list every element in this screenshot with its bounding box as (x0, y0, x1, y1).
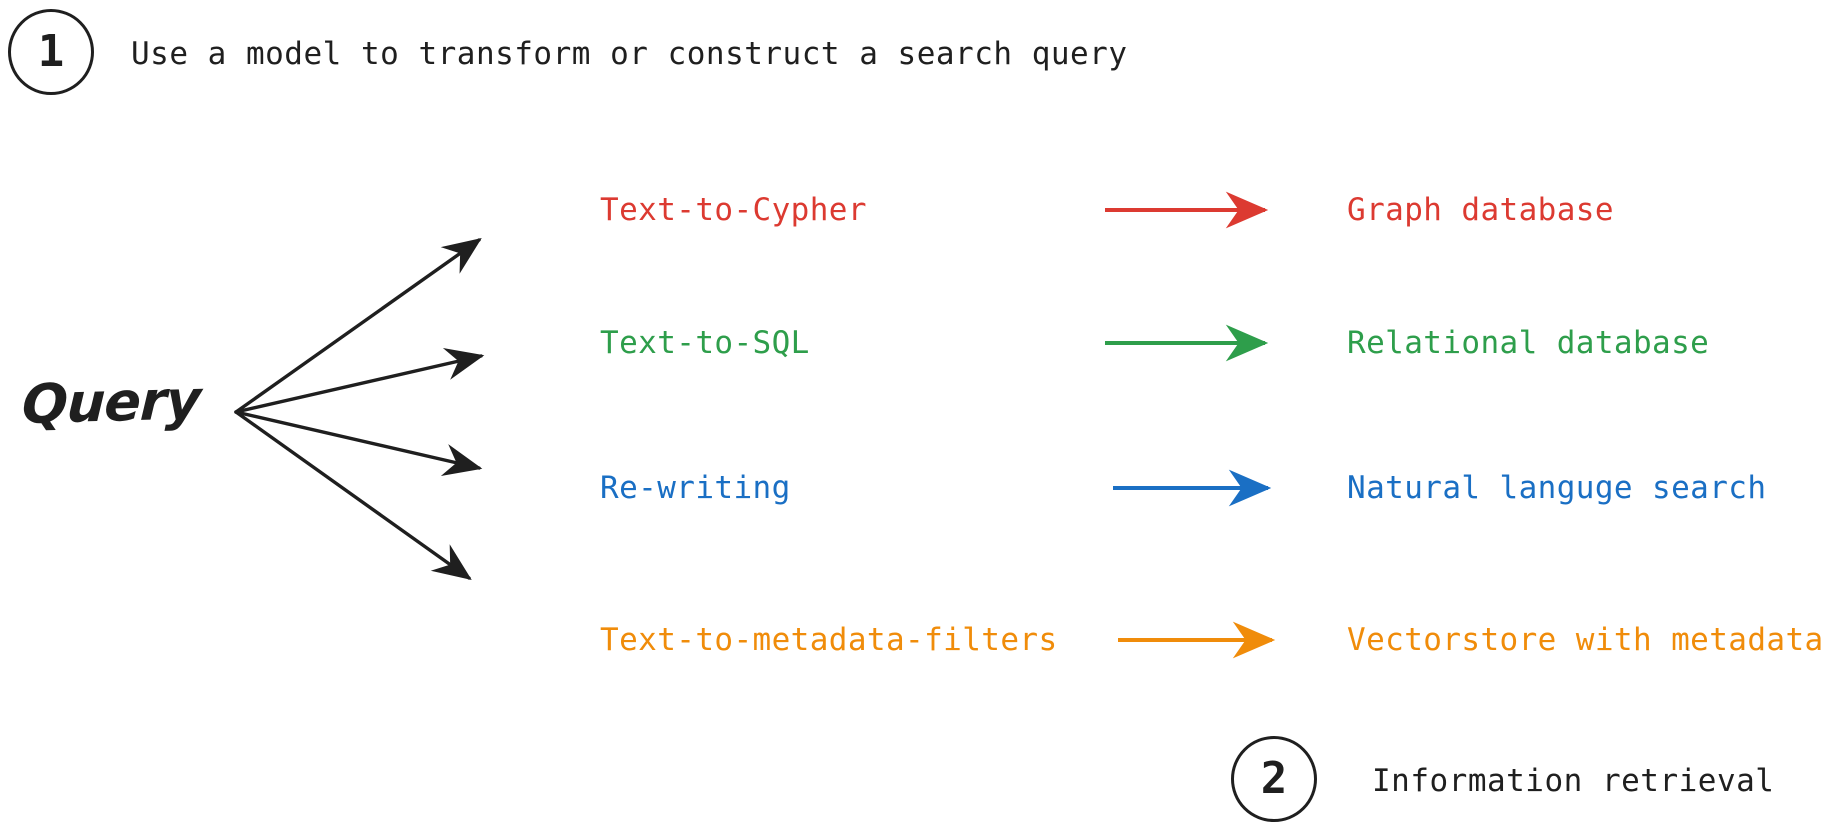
fan-arrow-3 (234, 410, 483, 476)
technique-label-re-writing: Re-writing (600, 470, 791, 506)
target-label-vectorstore-with-metadata: Vectorstore with metadata (1347, 622, 1824, 658)
query-node-label: Query (20, 368, 202, 436)
technique-label-text-to-sql: Text-to-SQL (600, 325, 810, 361)
step-badge-2: 2 (1231, 736, 1317, 822)
technique-label-text-to-metadata-filters: Text-to-metadata-filters (600, 622, 1058, 658)
step-badge-1: 1 (8, 9, 94, 95)
technique-label-text-to-cypher: Text-to-Cypher (600, 192, 867, 228)
row-text-to-metadata-filters: Text-to-metadata-filters Vectorstore wit… (0, 617, 1841, 663)
target-label-graph-database: Graph database (1347, 192, 1614, 228)
target-label-relational-database: Relational database (1347, 325, 1710, 361)
row-text-to-sql: Text-to-SQL Relational database (0, 320, 1841, 366)
row-re-writing: Re-writing Natural languge search (0, 465, 1841, 511)
target-label-natural-language-search: Natural languge search (1347, 470, 1767, 506)
step-title-2: Information retrieval (1372, 763, 1775, 799)
step-title-1: Use a model to transform or construct a … (131, 36, 1128, 72)
row-text-to-cypher: Text-to-Cypher Graph database (0, 187, 1841, 233)
